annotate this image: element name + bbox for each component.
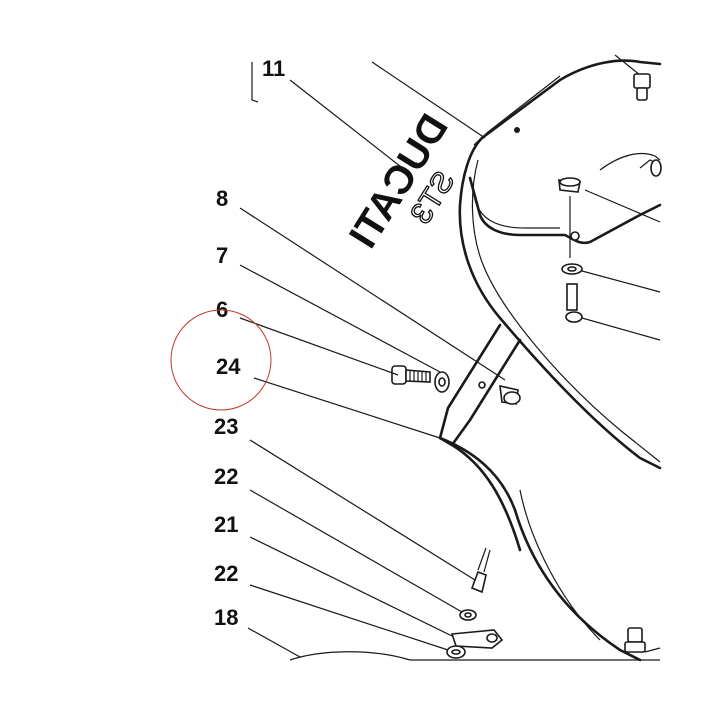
callout-23: 23 (214, 414, 238, 439)
fairing-outline (458, 59, 662, 470)
lower-right-fastener (624, 627, 661, 653)
bolt-washer-grommet-group (391, 365, 521, 405)
callout-numbers: 11 8 7 6 24 23 22 21 22 18 (214, 56, 285, 630)
callout-21: 21 (214, 512, 238, 537)
callout-bracket (251, 62, 259, 103)
callout-6: 6 (216, 297, 228, 322)
lower-fastener-stack (446, 547, 504, 659)
side-bracket-strip (438, 323, 642, 662)
mounting-bracket (468, 176, 662, 245)
leader-lines (239, 61, 506, 658)
callout-7: 7 (216, 243, 228, 268)
upper-bolt-stack (558, 159, 662, 341)
bolt-head (391, 365, 407, 385)
callout-11: 11 (262, 56, 285, 81)
rivet-23 (470, 570, 487, 594)
callout-8: 8 (216, 186, 228, 211)
panel-18-edge (289, 651, 411, 661)
callout-22-upper: 22 (214, 464, 238, 489)
callout-24: 24 (216, 354, 241, 379)
bracket-hole (570, 231, 580, 241)
callout-22-lower: 22 (214, 561, 238, 586)
top-right-fastener (514, 54, 651, 133)
highlight-circle (170, 309, 272, 411)
callout-18: 18 (214, 605, 238, 630)
